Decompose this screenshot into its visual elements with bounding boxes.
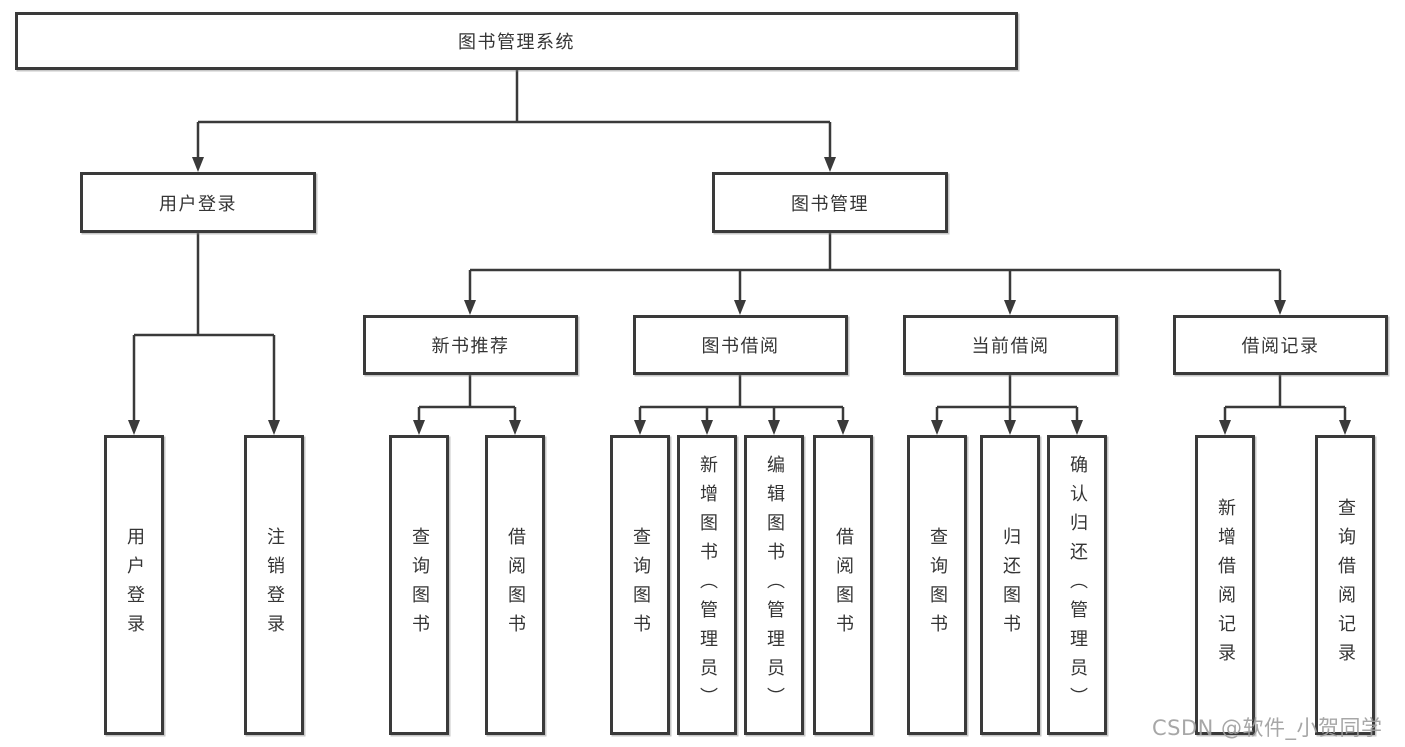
leaf-edit-book-admin-label: 编辑图书（管理员） xyxy=(764,454,785,716)
leaf-borrow-book-newrec: 借阅图书 xyxy=(485,435,545,735)
leaf-edit-book-admin: 编辑图书（管理员） xyxy=(744,435,804,735)
node-new-book-rec-label: 新书推荐 xyxy=(431,336,510,357)
node-borrow-record: 借阅记录 xyxy=(1173,315,1388,375)
arrowheads xyxy=(128,157,1351,435)
leaf-confirm-return-admin-label: 确认归还（管理员） xyxy=(1067,454,1088,716)
node-current-borrow-label: 当前借阅 xyxy=(971,336,1050,357)
leaf-query-book-newrec: 查询图书 xyxy=(389,435,449,735)
arrow-down-icon xyxy=(768,420,780,435)
leaf-query-borrow-record-label: 查询借阅记录 xyxy=(1335,498,1356,672)
node-borrow-record-label: 借阅记录 xyxy=(1241,336,1320,357)
arrow-down-icon xyxy=(1004,300,1016,315)
leaf-add-borrow-record: 新增借阅记录 xyxy=(1195,435,1255,735)
connector-borrow-record-to-leaves xyxy=(1223,375,1347,421)
arrow-down-icon xyxy=(931,420,943,435)
leaf-add-book-admin: 新增图书（管理员） xyxy=(677,435,737,735)
leaf-user-login: 用户登录 xyxy=(104,435,164,735)
leaf-confirm-return-admin: 确认归还（管理员） xyxy=(1047,435,1107,735)
leaf-logout-label: 注销登录 xyxy=(264,527,285,643)
arrow-down-icon xyxy=(192,157,204,172)
leaf-user-login-label: 用户登录 xyxy=(124,527,145,643)
arrow-down-icon xyxy=(268,420,280,435)
node-book-mgmt: 图书管理 xyxy=(712,172,948,233)
leaf-return-book: 归还图书 xyxy=(980,435,1040,735)
node-book-mgmt-label: 图书管理 xyxy=(791,193,869,215)
node-book-borrow: 图书借阅 xyxy=(633,315,848,375)
connector-new-book-to-leaves xyxy=(417,375,517,421)
connector-current-borrow-to-leaves xyxy=(935,375,1079,421)
arrow-down-icon xyxy=(1274,300,1286,315)
leaf-logout: 注销登录 xyxy=(244,435,304,735)
leaf-query-borrow-record: 查询借阅记录 xyxy=(1315,435,1375,735)
connector-book-borrow-to-leaves xyxy=(638,375,845,421)
arrow-down-icon xyxy=(701,420,713,435)
node-current-borrow: 当前借阅 xyxy=(903,315,1118,375)
leaf-borrow-book: 借阅图书 xyxy=(813,435,873,735)
arrow-down-icon xyxy=(1071,420,1083,435)
node-root-label: 图书管理系统 xyxy=(458,32,575,53)
connector-book-mgmt-to-level3 xyxy=(468,233,1282,301)
arrow-down-icon xyxy=(1004,420,1016,435)
leaf-return-book-label: 归还图书 xyxy=(1000,527,1021,643)
leaf-query-book-current: 查询图书 xyxy=(907,435,967,735)
arrow-down-icon xyxy=(128,420,140,435)
leaf-query-book-current-label: 查询图书 xyxy=(927,527,948,643)
leaf-query-book-newrec-label: 查询图书 xyxy=(409,527,430,643)
arrow-down-icon xyxy=(734,300,746,315)
arrow-down-icon xyxy=(509,420,521,435)
arrow-down-icon xyxy=(1339,420,1351,435)
arrow-down-icon xyxy=(413,420,425,435)
connector-user-login-to-leaves xyxy=(132,233,276,421)
leaf-add-book-admin-label: 新增图书（管理员） xyxy=(697,454,718,716)
arrow-down-icon xyxy=(464,300,476,315)
arrow-down-icon xyxy=(824,157,836,172)
connector-root-to-level2 xyxy=(196,70,832,158)
node-root: 图书管理系统 xyxy=(15,12,1018,70)
arrow-down-icon xyxy=(634,420,646,435)
node-user-login-label: 用户登录 xyxy=(159,193,237,215)
leaf-borrow-book-label: 借阅图书 xyxy=(833,527,854,643)
leaf-borrow-book-newrec-label: 借阅图书 xyxy=(505,527,526,643)
csdn-watermark: CSDN @软件_小贺同学 xyxy=(1152,716,1383,740)
node-new-book-rec: 新书推荐 xyxy=(363,315,578,375)
node-user-login: 用户登录 xyxy=(80,172,316,233)
leaf-add-borrow-record-label: 新增借阅记录 xyxy=(1215,498,1236,672)
node-book-borrow-label: 图书借阅 xyxy=(701,336,780,357)
arrow-down-icon xyxy=(1219,420,1231,435)
leaf-query-book-borrow: 查询图书 xyxy=(610,435,670,735)
leaf-query-book-borrow-label: 查询图书 xyxy=(630,527,651,643)
arrow-down-icon xyxy=(837,420,849,435)
